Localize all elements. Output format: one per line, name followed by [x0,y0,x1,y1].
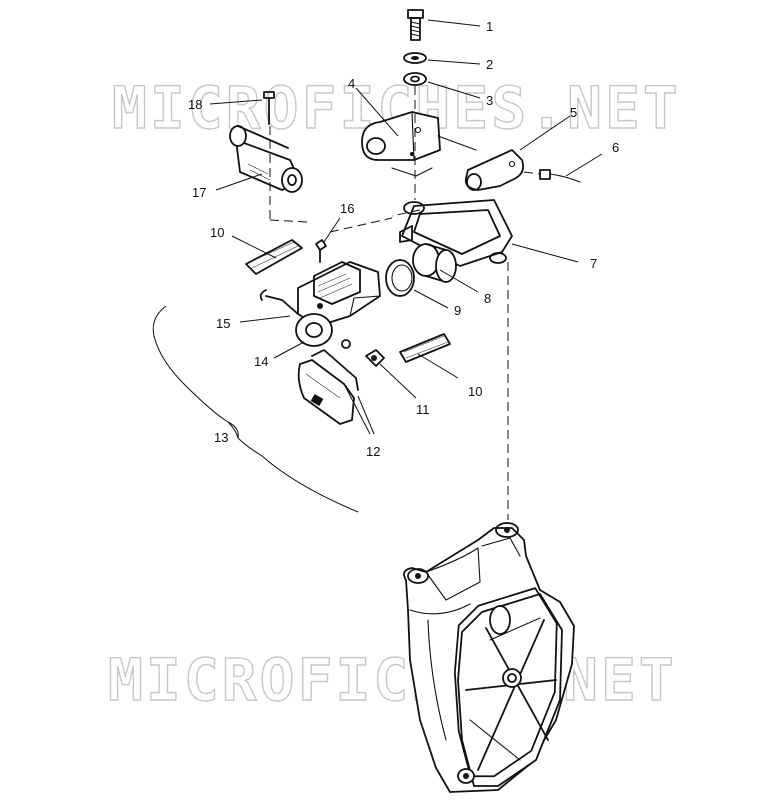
part-1-bolt [407,9,424,41]
callout-1: 1 [486,19,493,34]
part-15-fitting [259,289,299,315]
leader-15 [239,315,291,323]
leader-5 [519,115,571,151]
callout-14: 14 [254,354,268,369]
part-12-brake-pads [297,349,359,425]
chaincase-housing [403,522,575,793]
callout-13: 13 [214,430,228,445]
axis-body [329,217,393,233]
part-8-piston [412,243,457,283]
leader-12b [357,395,375,435]
part-14-caliper-body [295,261,381,349]
callout-18: 18 [188,97,202,112]
leader-1 [427,19,481,27]
watermark-bottom: MICROFICHES.NET [108,646,677,714]
leader-17 [215,173,263,191]
leader-10a [231,235,277,259]
callout-10-upper: 10 [210,225,224,240]
leader-10b [417,353,459,379]
callout-8: 8 [484,291,491,306]
part-17-master-cylinder [229,125,303,193]
callout-11: 11 [416,402,430,417]
leader-6 [565,153,603,177]
callout-17: 17 [192,185,206,200]
callout-4: 4 [348,76,355,91]
leader-14 [273,341,305,359]
callout-6: 6 [612,140,619,155]
leader-3 [427,81,481,99]
leader-2 [427,59,481,65]
axis-18-branch [269,219,309,223]
part-4-mount-bracket [361,111,441,177]
leader-12a [343,383,371,435]
leader-11 [379,363,417,399]
callout-12: 12 [366,444,380,459]
part-6-cable-end [523,169,581,183]
part-18-bolt [263,91,275,125]
callout-15: 15 [216,316,230,331]
callout-16: 16 [340,201,354,216]
brace-notch [227,421,239,439]
part-5-cable-bracket [437,135,525,191]
leader-18 [209,99,263,105]
callout-7: 7 [590,256,597,271]
part-3-flat-washer [403,72,427,86]
axis-bracket [391,209,421,217]
part-2-lock-washer [403,52,427,64]
callout-9: 9 [454,303,461,318]
leader-8 [439,269,479,293]
leader-9 [413,289,449,309]
callout-3: 3 [486,93,493,108]
callout-2: 2 [486,57,493,72]
part-9-seal [385,259,415,297]
callout-labels: 1 2 3 4 5 6 7 8 9 10 10 11 12 13 14 15 1… [188,19,619,459]
callout-10-lower: 10 [468,384,482,399]
part-16-bolt [315,239,327,263]
callout-5: 5 [570,105,577,120]
part-11-bleed-screw [365,349,385,367]
part-10-shim-lower [399,333,451,363]
leader-16 [323,217,341,243]
leader-4 [355,87,399,137]
leader-7 [511,243,579,263]
